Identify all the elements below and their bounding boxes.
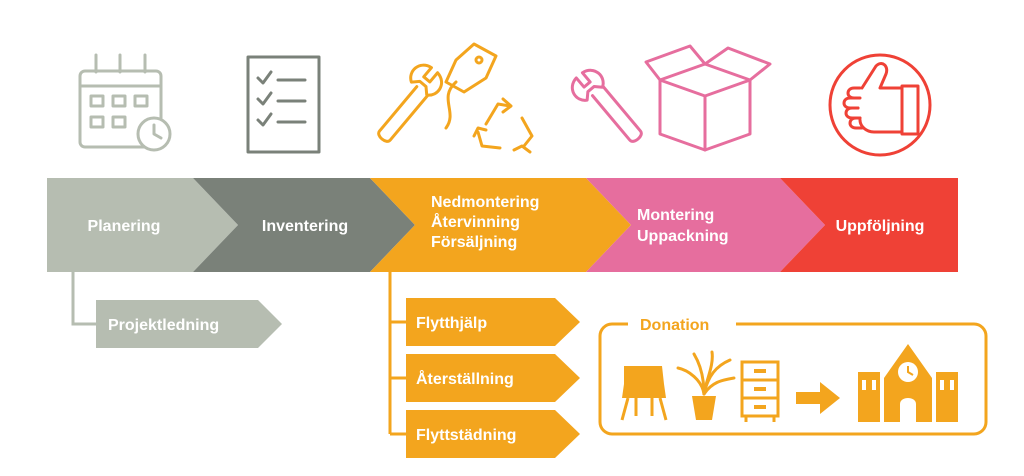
wrench-icon	[570, 68, 643, 143]
donation-box: Donation	[598, 312, 988, 436]
plant-icon	[676, 350, 736, 420]
step-montering-shape	[586, 178, 825, 272]
substep-flyttstadning-shape	[406, 410, 580, 458]
step-nedmontering-label-1: Nedmontering	[431, 194, 539, 211]
substep-aterstallning-shape	[406, 354, 580, 402]
step-nedmontering-label-3: Försäljning	[431, 234, 517, 251]
donation-title-bg	[628, 312, 736, 336]
wrench-tag-recycle-icon	[377, 42, 534, 154]
step-planering-label: Planering	[88, 218, 161, 235]
step-nedmontering-label-2: Återvinning	[431, 212, 520, 231]
arrow-right-icon	[796, 382, 840, 414]
step-uppfoljning-shape	[780, 178, 958, 272]
step-inventering-label: Inventering	[262, 218, 348, 235]
wrench-icon	[377, 63, 443, 143]
substep-aterstallning-label: Återställning	[416, 369, 514, 388]
donation-title: Donation	[640, 317, 709, 334]
planering-connector-line	[71, 272, 96, 326]
calendar-clock-icon	[78, 53, 172, 152]
school-building-icon	[858, 344, 958, 422]
chair-icon	[620, 366, 668, 421]
step-nedmontering-shape	[370, 178, 631, 272]
substep-flyttstadning-label: Flyttstädning	[416, 427, 516, 444]
checklist-icon	[246, 55, 321, 154]
step-uppfoljning-label: Uppföljning	[836, 218, 925, 235]
substep-flytthjalp-shape	[406, 298, 580, 346]
price-tag-icon	[444, 42, 498, 130]
donation-frame	[598, 322, 988, 436]
step-montering-label-2: Uppackning	[637, 228, 729, 245]
wrench-box-icon	[570, 44, 772, 152]
thumbs-up-icon	[828, 53, 932, 157]
box-icon	[644, 44, 772, 152]
recycle-icon	[472, 97, 534, 154]
step-planering-shape	[47, 178, 238, 272]
drawer-cabinet-icon	[740, 360, 780, 422]
substep-projektledning-shape	[96, 300, 282, 348]
substep-flytthjalp-label: Flytthjälp	[416, 315, 487, 332]
step-montering-label-1: Montering	[637, 207, 714, 224]
substep-projektledning-label: Projektledning	[108, 317, 219, 334]
step-inventering-shape	[193, 178, 415, 272]
